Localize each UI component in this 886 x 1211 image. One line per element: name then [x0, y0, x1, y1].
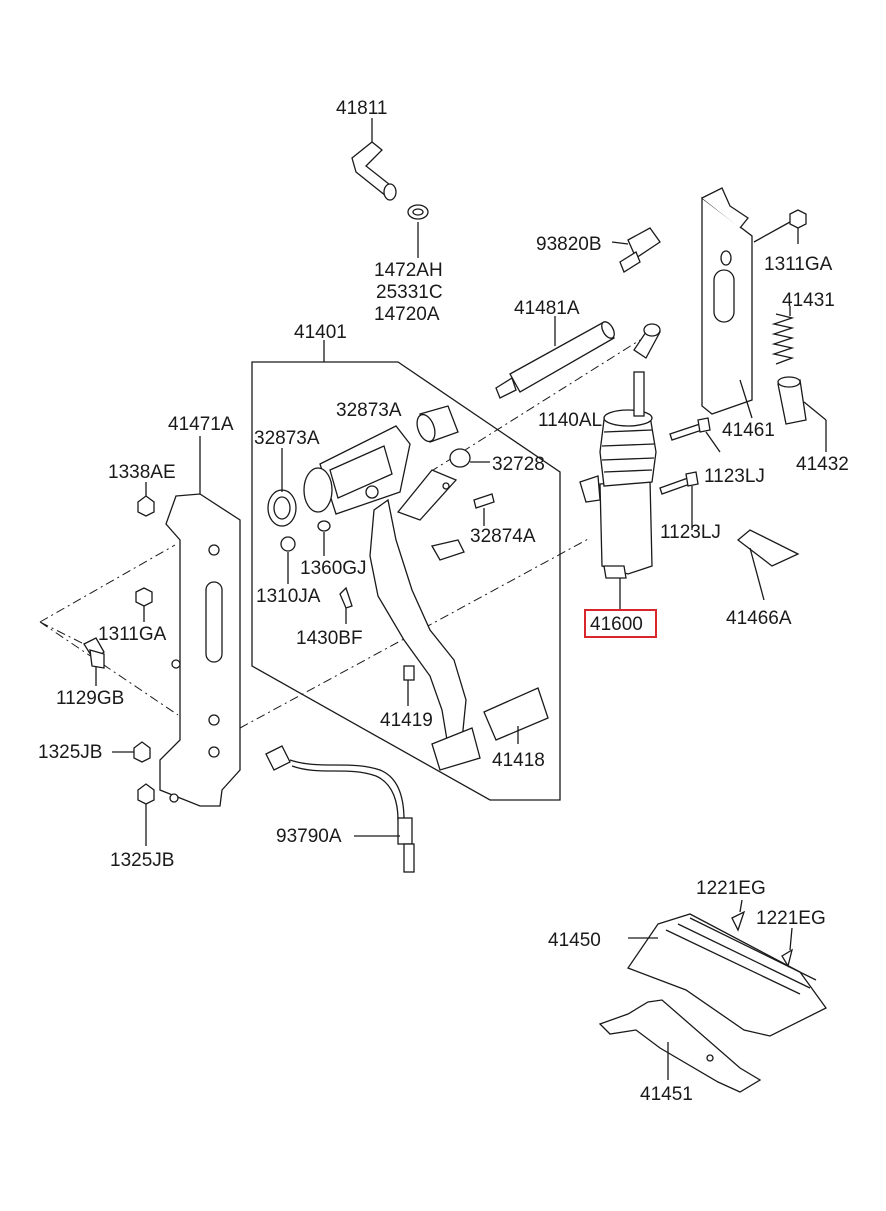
sleeve-41432	[777, 376, 827, 452]
nut-1325JB-lower	[137, 783, 155, 846]
stopper-32728	[449, 448, 490, 468]
wire-harness-93790A	[265, 745, 415, 873]
bushing-32873A-right	[416, 405, 459, 443]
label-93820B: 93820B	[536, 234, 602, 255]
bushing-32873A-left	[267, 448, 297, 527]
label-1338AE: 1338AE	[108, 462, 176, 483]
label-32728: 32728	[492, 454, 545, 475]
label-41461: 41461	[722, 420, 775, 441]
label-1123LJ-lower: 1123LJ	[660, 522, 721, 543]
bracket-41471A	[159, 436, 241, 807]
nut-1325JB-upper	[112, 741, 151, 763]
alignment-lines	[39, 329, 641, 729]
label-1123LJ-upper: 1123LJ	[704, 466, 765, 487]
label-14720A: 14720A	[374, 304, 440, 325]
label-1221EG-upper: 1221EG	[696, 878, 766, 899]
label-41431: 41431	[782, 290, 835, 311]
nut-1310JA	[280, 536, 296, 584]
label-1129GB: 1129GB	[56, 688, 124, 709]
footrest-41450	[626, 899, 827, 1037]
rod-41481A	[495, 316, 615, 399]
label-41481A: 41481A	[514, 298, 580, 319]
label-32873A-left: 32873A	[254, 428, 320, 449]
label-41471A: 41471A	[168, 414, 234, 435]
label-41451: 41451	[640, 1084, 693, 1105]
bolt-1129GB	[83, 637, 105, 686]
label-1221EG-lower: 1221EG	[756, 908, 826, 929]
label-32874A: 32874A	[470, 526, 536, 547]
label-41811: 41811	[336, 98, 387, 119]
hose-41811	[351, 118, 397, 201]
label-1360GJ: 1360GJ	[300, 558, 367, 579]
label-41418: 41418	[492, 750, 545, 771]
label-41401: 41401	[294, 322, 347, 343]
label-41466A: 41466A	[726, 608, 792, 629]
pedal-pad-41418	[483, 687, 549, 744]
master-cylinder-41600	[579, 323, 661, 610]
label-25331C: 25331C	[376, 282, 443, 303]
highlight-box-41600	[584, 609, 657, 638]
label-1325JB-upper: 1325JB	[38, 742, 102, 763]
label-41419: 41419	[380, 710, 433, 731]
bolt-32874A	[473, 493, 495, 526]
bolt-1123LJ-lower	[659, 471, 699, 530]
switch-93820B	[611, 227, 661, 273]
bracket-41451	[598, 999, 762, 1093]
nut-1311GA-top	[753, 209, 807, 244]
label-1140AL: 1140AL	[538, 410, 602, 431]
bracket-41461	[701, 187, 753, 419]
pad-41466A	[736, 529, 800, 601]
stopper-41419	[403, 665, 415, 706]
nut-1311GA-left	[135, 587, 153, 622]
pedal-arm	[303, 425, 467, 747]
label-1311GA-top: 1311GA	[764, 254, 833, 275]
pin-1430BF	[339, 586, 353, 624]
hose-clamp	[407, 204, 429, 258]
label-93790A: 93790A	[276, 826, 342, 847]
nut-1338AE	[137, 482, 155, 517]
label-41432: 41432	[796, 454, 849, 475]
label-1310JA: 1310JA	[256, 586, 321, 607]
label-1325JB-lower: 1325JB	[110, 850, 174, 871]
pedal-assembly-frame	[251, 361, 561, 801]
label-41600: 41600	[590, 614, 643, 635]
bolt-1123LJ-upper	[669, 417, 721, 453]
label-41450: 41450	[548, 930, 601, 951]
label-1430BF: 1430BF	[296, 628, 363, 649]
label-1311GA-left: 1311GA	[98, 624, 167, 645]
pedal-pad-left	[431, 727, 481, 771]
label-1472AH: 1472AH	[374, 260, 443, 281]
label-32873A-right: 32873A	[336, 400, 402, 421]
spring-41431	[771, 306, 795, 365]
washer-1360GJ	[317, 520, 331, 556]
